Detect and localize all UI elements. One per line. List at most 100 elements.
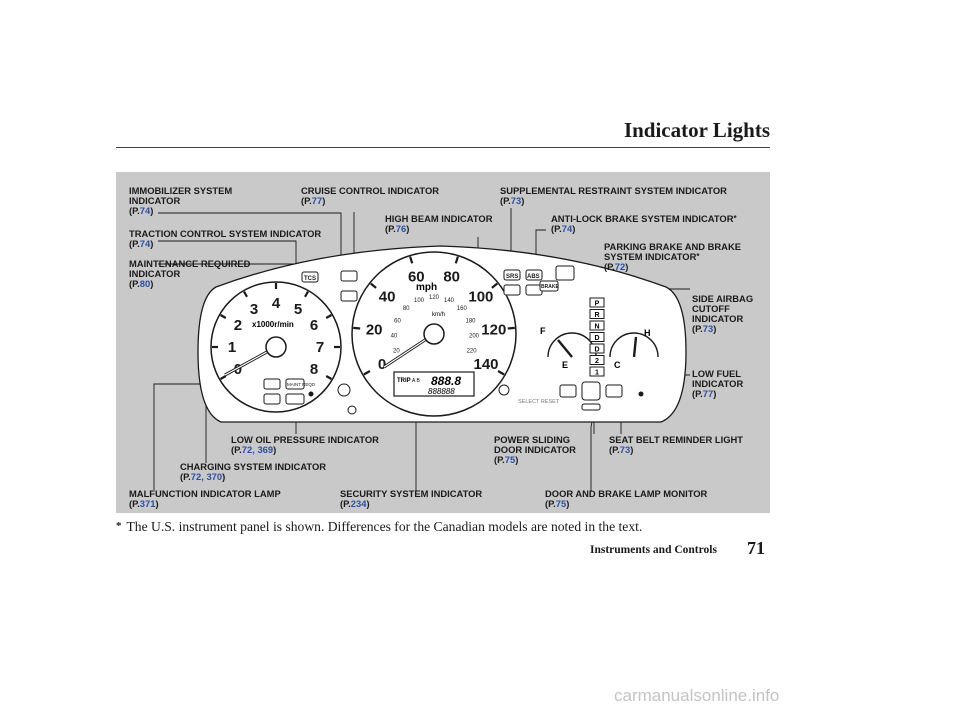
odo-value: 888888 — [428, 387, 455, 396]
tach-tick — [220, 314, 227, 319]
low-oil-icon — [285, 393, 305, 405]
speed-hub — [423, 323, 445, 345]
odo-mode-label: TRIP — [397, 378, 411, 384]
gear-box — [589, 297, 605, 308]
speed-kmh-number: 120 — [429, 295, 440, 301]
speed-kmh-number: 100 — [414, 298, 425, 304]
speed-mph-tick — [363, 370, 371, 376]
page-title: Indicator Lights — [623, 118, 770, 142]
section-name: Instruments and Controls — [590, 544, 717, 556]
label-low-oil: LOW OIL PRESSURE INDICATOR (P.72, 369) — [231, 434, 379, 455]
gear-letter: 1 — [595, 370, 599, 377]
mil-icon — [263, 378, 281, 390]
odo-ab-label: A B — [412, 378, 420, 384]
speed-mph-number: 20 — [366, 322, 383, 339]
cruise-icon — [340, 290, 358, 302]
svg-text:MAINT REQD: MAINT REQD — [287, 382, 316, 387]
speed-mph-tick — [409, 256, 414, 264]
tach-number: 3 — [250, 301, 258, 318]
tach-number: 6 — [310, 317, 318, 334]
speed-mph-number: 0 — [378, 356, 386, 373]
tachometer: x1000r/min 012345678 — [210, 281, 342, 413]
maint-icon — [285, 378, 305, 390]
svg-text:BRAKE: BRAKE — [541, 284, 559, 290]
gear-letter: 2 — [595, 358, 599, 365]
label-mil: MALFUNCTION INDICATOR LAMP (P.371) — [129, 488, 281, 509]
svg-text:SRS: SRS — [506, 274, 518, 280]
trip-value: 888.8 — [431, 374, 461, 388]
gear-box — [589, 355, 605, 365]
abs-icon — [525, 269, 543, 281]
page-number: 71 — [747, 538, 765, 558]
speed-mph-tick — [507, 326, 515, 330]
svg-text:TCS: TCS — [304, 276, 316, 282]
label-low-fuel: LOW FUEL INDICATOR (P.77) — [692, 368, 744, 399]
footnote-text: The U.S. instrument panel is shown. Diff… — [126, 519, 643, 534]
speed-kmh-number: 200 — [469, 334, 480, 340]
tach-number: 1 — [228, 339, 236, 356]
label-high-beam: HIGH BEAM INDICATOR (P.76) — [385, 213, 493, 234]
select-reset-knob-icon — [498, 384, 510, 396]
speed-mph-number: 120 — [481, 322, 506, 339]
label-traction: TRACTION CONTROL SYSTEM INDICATOR (P.74) — [129, 228, 322, 249]
label-seat-belt: SEAT BELT REMINDER LIGHT (P.73) — [609, 434, 744, 455]
label-immobilizer: IMMOBILIZER SYSTEM INDICATOR (P.74) — [129, 185, 233, 216]
gear-box — [589, 343, 605, 354]
speed-mph-tick — [454, 256, 459, 264]
fuel-needle — [557, 339, 573, 358]
odometer-display: TRIP A B 888.8 888888 — [393, 371, 475, 397]
label-cruise: CRUISE CONTROL INDICATOR (P.77) — [301, 185, 440, 206]
speed-mph-number: 60 — [408, 269, 425, 286]
speed-mph-tick — [370, 282, 377, 289]
gear-box — [589, 366, 605, 377]
speed-kmh-number: 220 — [467, 349, 478, 355]
label-parking-brake: PARKING BRAKE AND BRAKE SYSTEM INDICATOR… — [604, 241, 741, 272]
footnote-marker: * — [116, 520, 122, 532]
indicator-icons: TCS SRS ABS BRAKE MAINT REQD — [263, 265, 644, 415]
speed-kmh-number: 40 — [391, 334, 398, 340]
temp-cold-label: C — [614, 360, 621, 370]
left-knob-icon — [337, 383, 351, 397]
fuel-empty-label: E — [562, 360, 568, 370]
footnote: * The U.S. instrument panel is shown. Dif… — [116, 519, 642, 535]
gear-letter: R — [594, 312, 599, 319]
tach-number: 5 — [294, 301, 302, 318]
speed-kmh-number: 80 — [403, 306, 410, 312]
temp-hot-label: H — [644, 328, 651, 338]
temp-needle — [632, 336, 638, 358]
tach-tick — [220, 375, 227, 380]
door-monitor-icon — [581, 381, 601, 401]
speed-mph-number: 140 — [473, 356, 498, 373]
speed-kmh-number: 60 — [394, 319, 401, 325]
label-abs: ANTI-LOCK BRAKE SYSTEM INDICATOR* (P.74) — [551, 213, 737, 234]
gear-letter: D — [594, 347, 599, 354]
speed-mph-tick — [497, 370, 505, 376]
tach-number: 8 — [310, 361, 318, 378]
instrument-cluster: x1000r/min 012345678 020406080100120140 … — [153, 208, 690, 492]
temp-gauge: H C — [609, 328, 659, 370]
speed-mph-tick — [353, 326, 361, 330]
kmh-label: km/h — [432, 312, 445, 318]
tach-number: 2 — [234, 317, 242, 334]
tach-tick — [325, 375, 332, 380]
speed-mph-tick — [491, 282, 498, 289]
speed-kmh-number: 140 — [444, 298, 455, 304]
label-security: SECURITY SYSTEM INDICATOR (P.234) — [340, 488, 483, 509]
label-srs: SUPPLEMENTAL RESTRAINT SYSTEM INDICATOR … — [500, 185, 727, 206]
gear-letter: N — [594, 324, 599, 331]
fuel-full-label: F — [540, 326, 546, 336]
brake-icon — [539, 280, 559, 292]
tach-hub — [265, 336, 287, 358]
gear-box — [589, 332, 605, 342]
label-charging: CHARGING SYSTEM INDICATOR (P.72, 370) — [180, 461, 327, 482]
seat-belt-icon — [605, 384, 623, 398]
immobilizer-icon — [340, 270, 358, 282]
tach-number: 4 — [272, 295, 281, 312]
tcs-icon — [301, 271, 319, 283]
side-airbag-icon — [555, 265, 575, 281]
dimmer-icon — [347, 405, 357, 415]
mph-label: mph — [416, 282, 437, 293]
high-beam-icon — [503, 284, 521, 296]
